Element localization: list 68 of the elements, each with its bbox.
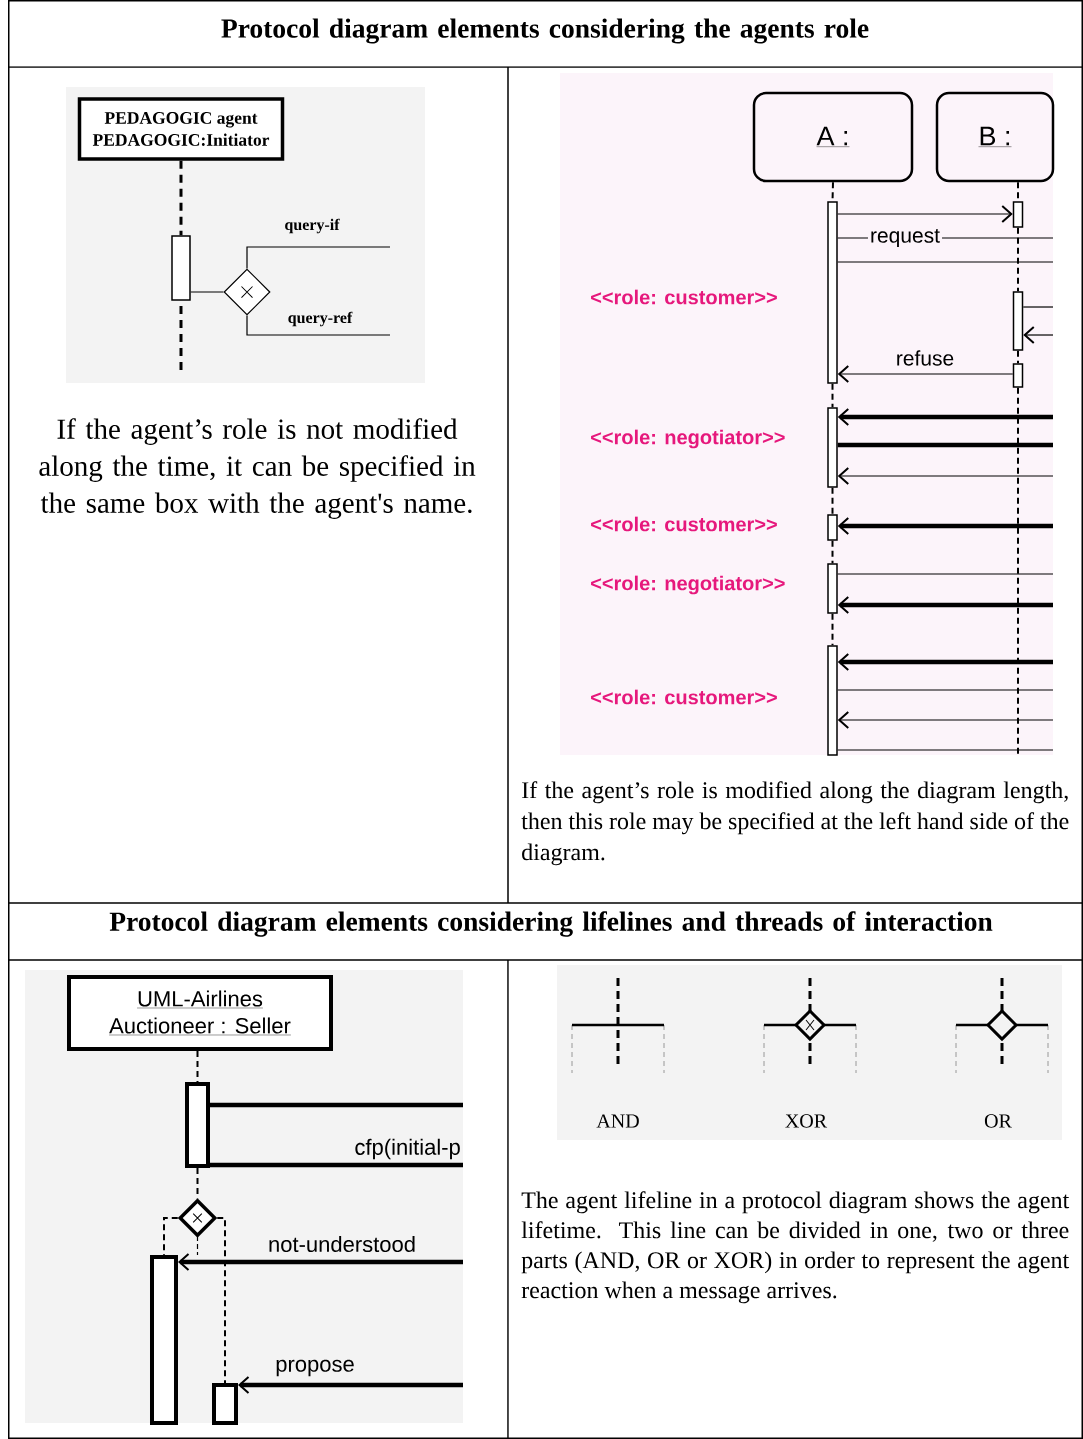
activation-bar	[212, 1383, 238, 1425]
message-arrow	[837, 517, 1053, 535]
message-arrow	[837, 408, 1053, 426]
activation-bar	[827, 645, 838, 756]
role-label: <<role: customer>>	[591, 516, 777, 532]
role-label: <<role: negotiator>>	[591, 429, 785, 449]
lifeline	[1017, 386, 1019, 756]
message-line	[837, 442, 1053, 448]
message-arrow	[238, 1376, 463, 1394]
activation-bar	[1012, 201, 1024, 228]
activation-bar	[827, 563, 838, 614]
message-line	[210, 1102, 463, 1108]
description-text: The agent lifeline in a protocol diagram shows the agent lifetime. This line can be divided in one, two or three parts (AND, OR or XOR) in order to represent the agent reaction when a message arrives.	[521, 1191, 1070, 1304]
message-arrow	[837, 596, 1053, 614]
diamond-connector	[223, 268, 271, 316]
role-label: <<role: customer>>	[591, 689, 777, 705]
lifeline	[831, 612, 834, 647]
edge-label: cfp(initial-p	[352, 1136, 463, 1162]
description-text: If the agent’s role is not modified along the time, it can be specified in the same box with the agent's name.	[39, 418, 476, 519]
section-heading: Protocol diagram elements considering lifelines and threads of interaction	[109, 911, 993, 937]
message-line	[837, 749, 1054, 751]
activation-bar	[1012, 363, 1024, 388]
message-arrow	[178, 1253, 463, 1271]
edge-label: propose	[273, 1357, 357, 1379]
message-line	[837, 261, 1054, 263]
lifeline-head-box: B :	[935, 91, 1055, 183]
description-text: If the agent’s role is modified along the diagram length, then this role may be specified at the left hand side of the diagram.	[521, 781, 1069, 866]
edge-label: refuse	[893, 348, 957, 368]
message-arrow	[837, 205, 1013, 223]
lifeline	[216, 1217, 226, 1384]
connector-caption: OR	[984, 1114, 1012, 1128]
message-line	[837, 573, 1054, 575]
message-arrow	[837, 653, 1053, 671]
activation-bar	[827, 407, 838, 488]
section-heading: Protocol diagram elements considering the agents role	[221, 18, 869, 44]
lifeline	[1017, 349, 1019, 365]
message-arrow	[837, 467, 1054, 485]
lifeline	[831, 382, 834, 409]
role-label: <<role: customer>>	[591, 289, 777, 305]
lifeline	[196, 1050, 199, 1083]
message-line	[210, 1162, 463, 1168]
message-line	[837, 689, 1054, 691]
lifeline	[831, 539, 834, 565]
activation-bar	[827, 201, 838, 384]
edge-label: request	[868, 227, 942, 249]
message-arrow	[1023, 326, 1054, 344]
message-arrow	[837, 365, 1014, 383]
lifeline	[163, 1217, 179, 1256]
message-line	[246, 246, 391, 269]
lifeline	[179, 160, 183, 236]
message-line	[190, 291, 224, 293]
lifeline	[1017, 226, 1019, 293]
agent-box: UML-Airlines Auctioneer : Seller	[67, 975, 333, 1051]
activation-bar	[185, 1082, 210, 1168]
message-line	[1022, 306, 1054, 308]
activation-bar	[171, 235, 191, 301]
lifeline	[831, 486, 834, 516]
connector-caption: XOR	[785, 1114, 828, 1128]
activation-bar	[150, 1255, 178, 1425]
edge-label: not-understood	[266, 1233, 418, 1255]
message-arrow	[837, 711, 1054, 729]
activation-bar	[1012, 291, 1024, 351]
agent-box: PEDAGOGIC agent PEDAGOGIC:Initiator	[77, 97, 285, 161]
activation-bar	[827, 514, 838, 541]
connector-caption: AND	[596, 1114, 639, 1128]
role-label: <<role: negotiator>>	[591, 575, 785, 595]
message-line	[246, 315, 391, 336]
lifeline-head-box: A :	[752, 91, 914, 183]
